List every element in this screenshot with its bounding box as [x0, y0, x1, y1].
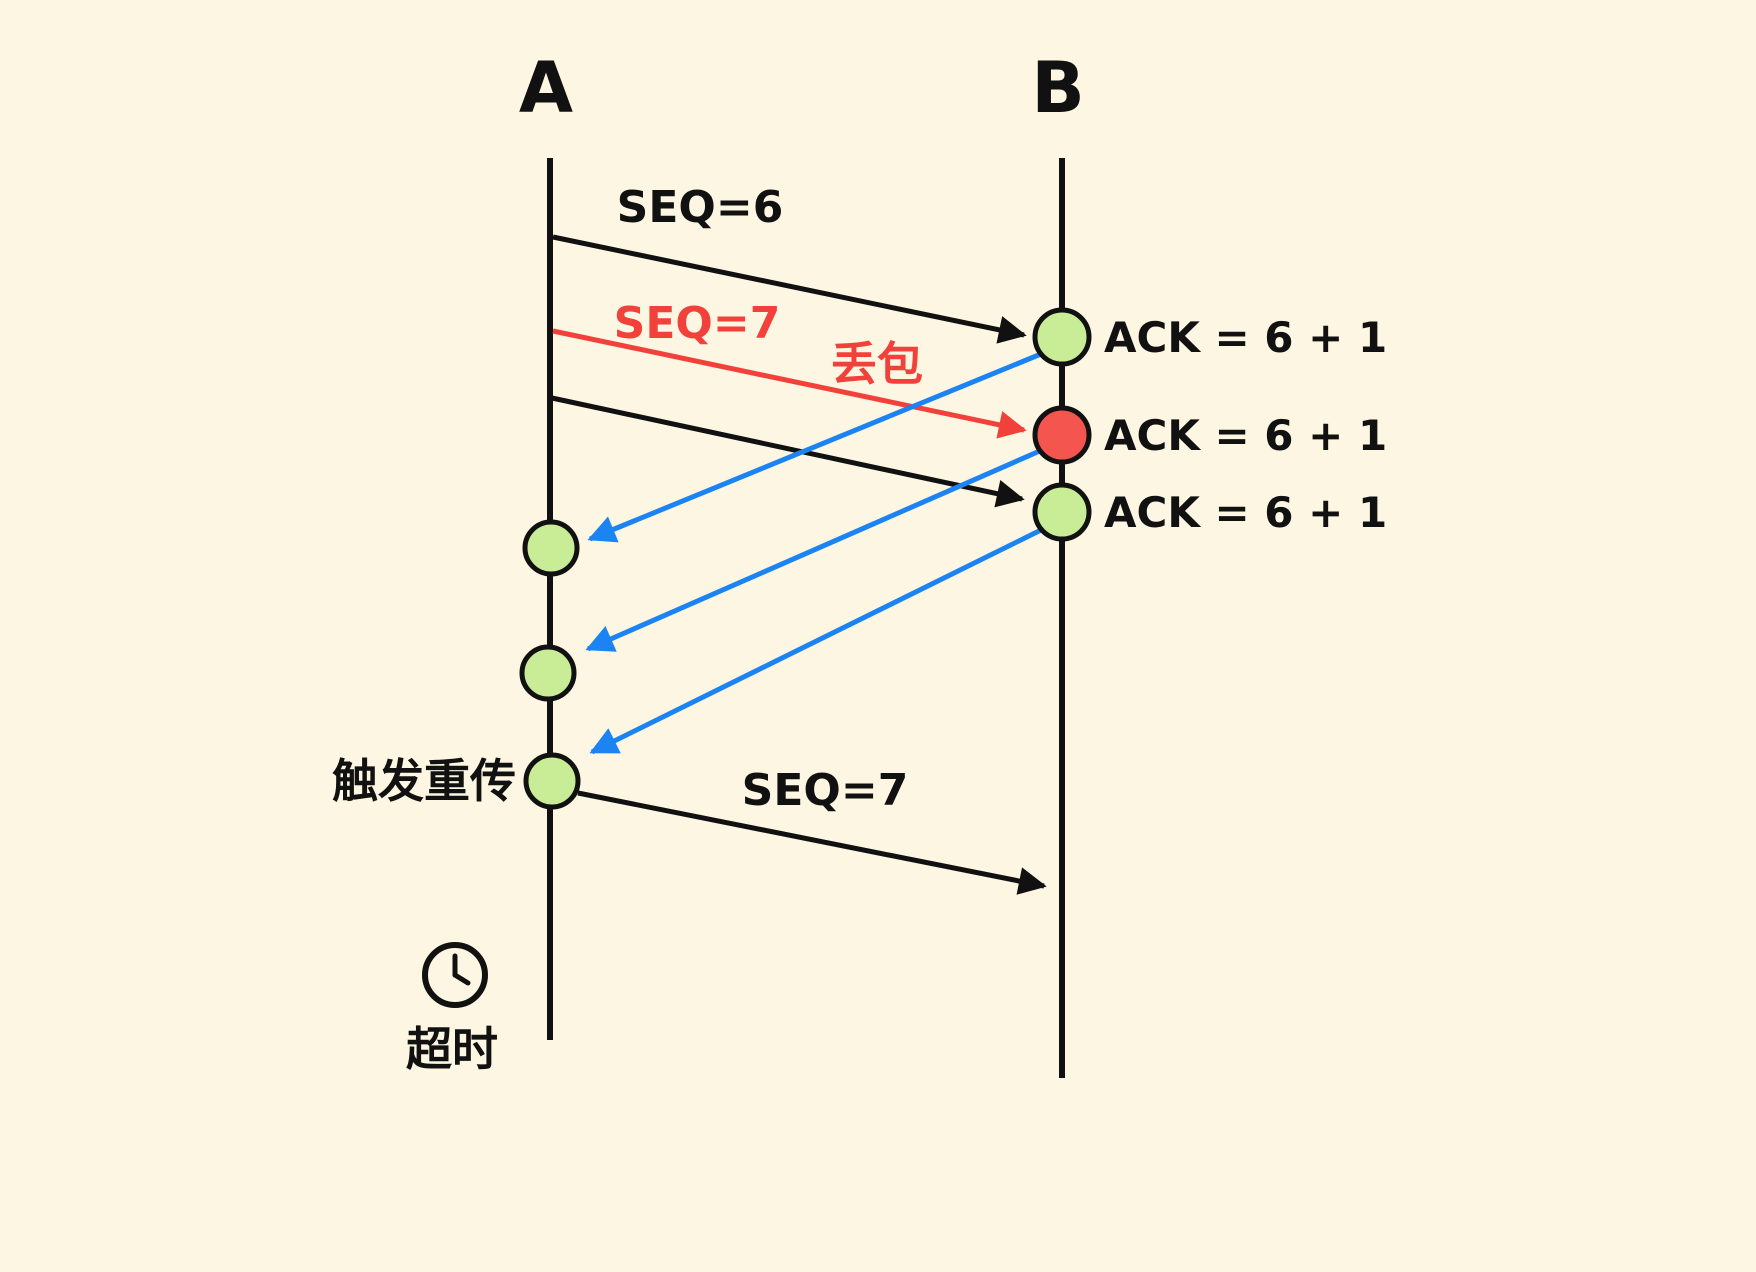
third-segment-arrow	[551, 395, 1025, 508]
seq6-arrow	[552, 234, 1027, 344]
ack-label-3: ACK = 6 + 1	[1104, 488, 1387, 537]
ack2-arrow	[585, 447, 1044, 652]
a-receive-dot-3	[523, 752, 581, 810]
ack1-arrow	[587, 351, 1042, 543]
ack-label-2: ACK = 6 + 1	[1104, 411, 1387, 460]
a-receive-dot-1	[522, 519, 580, 577]
b-receive-dot-1	[1032, 307, 1092, 367]
clock-face	[422, 942, 488, 1008]
a-receive-dot-2	[519, 644, 577, 702]
ack-label-1: ACK = 6 + 1	[1104, 313, 1387, 362]
b-lost-packet-dot	[1032, 405, 1092, 465]
ack3-arrow	[589, 527, 1043, 755]
endpoint-a-title: A	[519, 47, 573, 129]
b-receive-dot-2	[1032, 482, 1092, 542]
trigger-retransmit-label: 触发重传	[332, 754, 516, 808]
seq7-retransmit-label: SEQ=7	[742, 765, 909, 816]
endpoint-b-title: B	[1031, 47, 1084, 129]
seq7-retransmit-arrow	[577, 790, 1047, 895]
clock-icon	[422, 942, 488, 1008]
packet-loss-label: 丢包	[831, 337, 923, 391]
seq6-label: SEQ=6	[617, 182, 784, 233]
clock-hour-hand	[452, 972, 471, 986]
seq7-lost-label: SEQ=7	[614, 298, 781, 349]
timeout-label: 超时	[406, 1022, 498, 1076]
seq7-lost-arrow	[552, 328, 1027, 439]
